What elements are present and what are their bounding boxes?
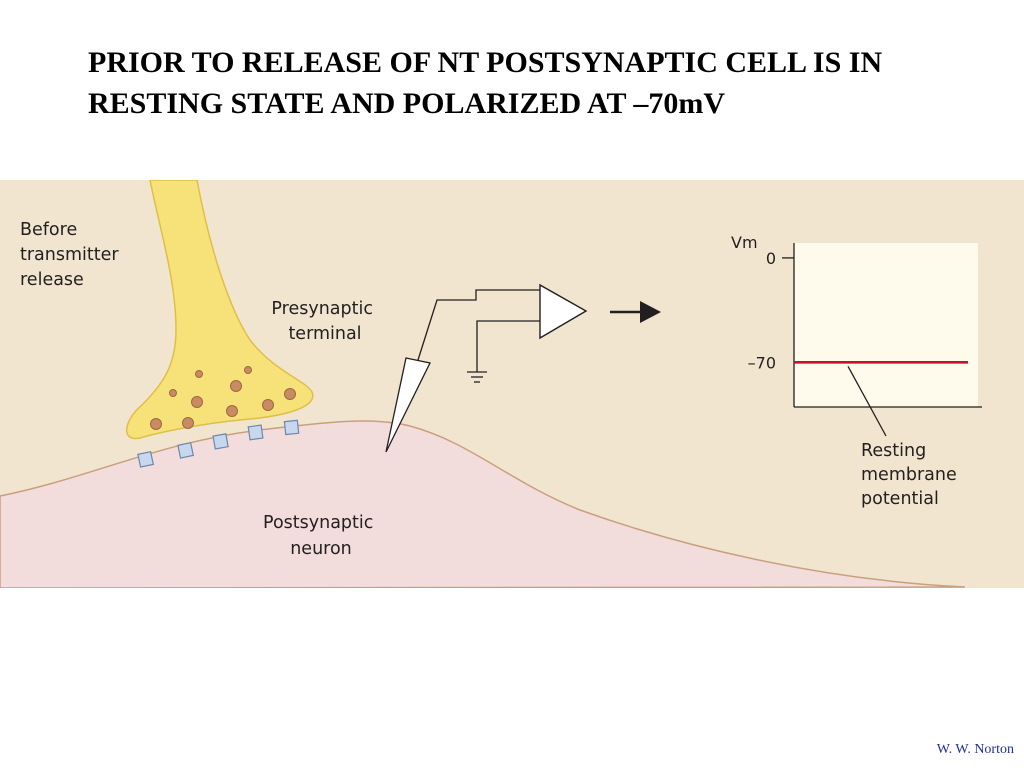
ground-icon bbox=[467, 371, 487, 383]
vesicle bbox=[230, 380, 242, 392]
receptors bbox=[137, 419, 300, 468]
stage-label-line-3: release bbox=[20, 270, 84, 290]
credit: W. W. Norton bbox=[936, 742, 1014, 757]
vesicle bbox=[195, 370, 203, 378]
receptor bbox=[247, 424, 264, 441]
postsynaptic-label-line-2: neuron bbox=[290, 539, 352, 559]
amplifier-icon bbox=[539, 283, 588, 340]
tick-label-0: 0 bbox=[766, 249, 776, 268]
postsynaptic-label: Postsynaptic neuron bbox=[263, 513, 379, 559]
receptor bbox=[212, 433, 229, 450]
tick-label-minus70: –70 bbox=[748, 353, 776, 372]
vesicle bbox=[182, 417, 194, 429]
vm-chart: Vm 0 –70 bbox=[731, 233, 982, 437]
presynaptic-label-line-2: terminal bbox=[288, 324, 361, 344]
microelectrode bbox=[385, 357, 431, 453]
receptor bbox=[283, 419, 300, 436]
synapse-diagram: Vm 0 –70 Before transmitter release Pres… bbox=[0, 180, 1024, 588]
receptor bbox=[137, 450, 155, 468]
synaptic-vesicles bbox=[150, 366, 296, 430]
resting-label: Resting membrane potential bbox=[861, 441, 962, 509]
resting-label-leader bbox=[847, 365, 887, 437]
vesicle bbox=[284, 388, 296, 400]
resting-label-line-3: potential bbox=[861, 489, 939, 509]
presynaptic-label: Presynaptic terminal bbox=[271, 299, 378, 344]
resting-label-line-1: Resting bbox=[861, 441, 926, 461]
vesicle bbox=[169, 389, 177, 397]
receptor bbox=[177, 441, 195, 459]
stage-label-line-2: transmitter bbox=[20, 245, 119, 265]
slide-title: PRIOR TO RELEASE OF NT POSTSYNAPTIC CELL… bbox=[88, 42, 1008, 124]
vesicle bbox=[191, 396, 203, 408]
vesicle bbox=[262, 399, 274, 411]
stage-label: Before transmitter release bbox=[20, 220, 124, 290]
electrode-wire bbox=[417, 289, 540, 361]
arrow-right-icon bbox=[610, 301, 661, 323]
postsynaptic-neuron bbox=[0, 420, 966, 588]
plot-area bbox=[794, 243, 978, 407]
title-line-2: RESTING STATE AND POLARIZED AT –70mV bbox=[88, 87, 726, 120]
presynaptic-label-line-1: Presynaptic bbox=[271, 299, 373, 319]
resting-label-line-2: membrane bbox=[861, 465, 957, 485]
postsynaptic-label-line-1: Postsynaptic bbox=[263, 513, 373, 533]
y-axis-label: Vm bbox=[731, 233, 758, 252]
vesicle bbox=[150, 418, 162, 430]
ground-wire bbox=[476, 320, 540, 372]
vesicle bbox=[244, 366, 252, 374]
title-line-1: PRIOR TO RELEASE OF NT POSTSYNAPTIC CELL… bbox=[88, 46, 883, 79]
stage-label-line-1: Before bbox=[20, 220, 77, 240]
presynaptic-terminal bbox=[125, 180, 314, 440]
vesicle bbox=[226, 405, 238, 417]
